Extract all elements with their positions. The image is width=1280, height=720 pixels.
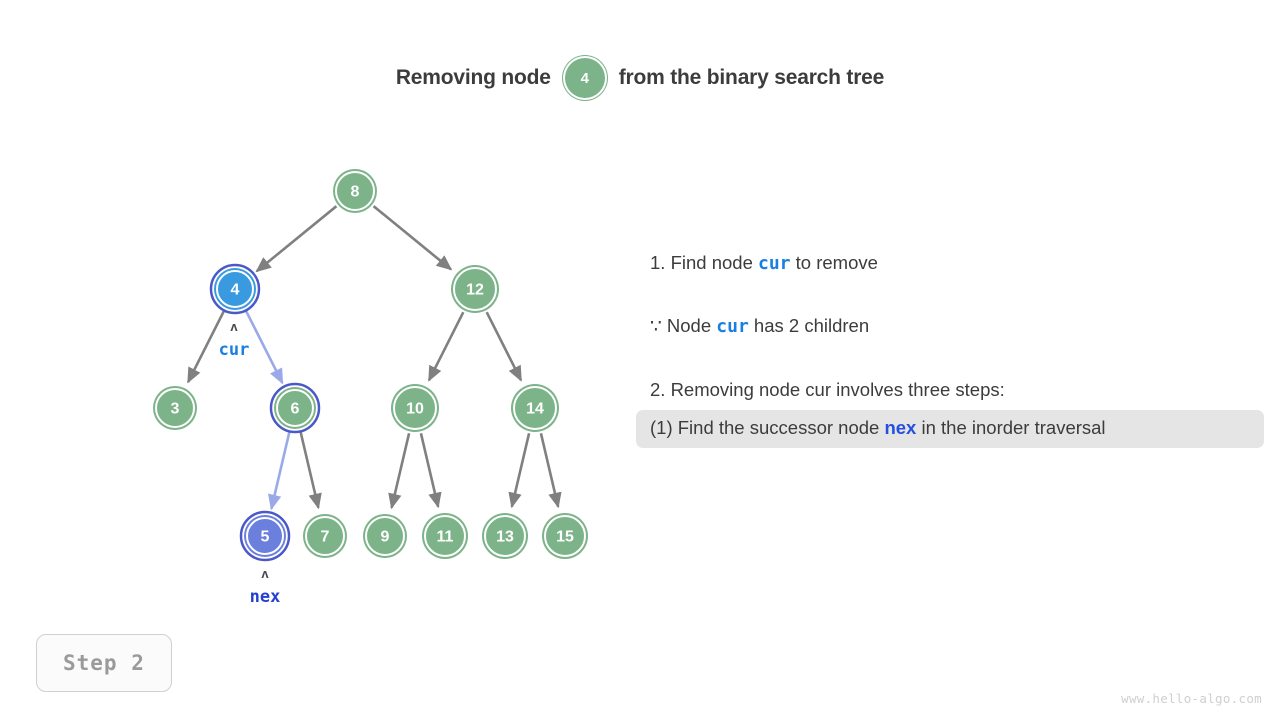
reason-keyword-cur: cur — [716, 316, 749, 338]
tree-node-14[interactable]: 14 — [511, 384, 559, 432]
node-inner-ring — [424, 515, 466, 557]
node-inner-ring — [335, 171, 375, 211]
step1-text-a: 1. Find node — [650, 252, 758, 273]
pointer-caret-icon: ʌ — [230, 319, 238, 334]
node-circle — [391, 384, 439, 432]
node-circle — [303, 514, 347, 558]
tree-edge — [186, 308, 226, 384]
tree-node-4[interactable]: 4 — [209, 263, 261, 315]
tree-pointers: ʌ cur ʌ nex — [219, 319, 281, 607]
substep1-keyword-nex: nex — [884, 416, 917, 438]
tree-edge — [539, 433, 562, 509]
node-highlight-ring — [269, 382, 321, 434]
node-highlight-ring — [239, 510, 291, 562]
substep1-text-b: in the inorder traversal — [916, 416, 1106, 438]
reason-text-b: has 2 children — [748, 315, 870, 337]
node-circle — [451, 265, 499, 313]
tree-edge — [388, 433, 411, 510]
explanation-step-1: 1. Find node cur to remove — [636, 248, 1264, 279]
node-value-label: 9 — [381, 529, 390, 546]
title-node-badge: 4 — [562, 56, 607, 100]
node-inner-ring — [453, 267, 497, 311]
pointer-caret-icon: ʌ — [261, 566, 269, 581]
tree-node-15[interactable]: 15 — [542, 513, 588, 559]
tree-edge — [485, 311, 523, 382]
node-value-label: 15 — [556, 529, 574, 546]
node-inner-ring — [544, 515, 586, 557]
tree-node-10[interactable]: 10 — [391, 384, 439, 432]
tree-node-7[interactable]: 7 — [303, 514, 347, 558]
node-value-label: 6 — [291, 401, 300, 418]
node-circle — [482, 513, 528, 559]
node-value-label: 14 — [526, 401, 544, 418]
node-circle — [422, 513, 468, 559]
explanation-panel: 1. Find node cur to remove ∵ Node cur ha… — [636, 248, 1264, 448]
tree-node-8[interactable]: 8 — [333, 169, 377, 213]
tree-node-12[interactable]: 12 — [451, 265, 499, 313]
tree-nodes: 8 4 12 3 6 10 14 5 7 9 11 13 15 — [153, 169, 588, 562]
substep1-text-a: (1) Find the successor node — [650, 416, 885, 438]
explanation-substep-1: (1) Find the successor node nex in the i… — [636, 409, 1264, 448]
node-value-label: 10 — [406, 401, 424, 418]
pointer-label-nex: nex — [250, 587, 281, 607]
page-title: Removing node 4 from the binary search t… — [0, 56, 1280, 100]
node-inner-ring — [513, 386, 557, 430]
node-value-label: 5 — [261, 529, 270, 546]
node-circle — [274, 387, 316, 429]
tree-edge — [298, 430, 322, 510]
node-value-label: 7 — [321, 529, 330, 546]
node-circle — [214, 268, 256, 310]
node-circle — [542, 513, 588, 559]
tree-edge — [508, 433, 531, 509]
reason-text-a: ∵ Node — [650, 315, 717, 337]
node-circle — [363, 514, 407, 558]
node-value-label: 11 — [437, 529, 454, 546]
tree-edge — [372, 205, 453, 271]
tree-edge — [255, 205, 338, 273]
node-inner-ring — [276, 389, 314, 427]
watermark: www.hello-algo.com — [1121, 691, 1262, 706]
node-inner-ring — [484, 515, 526, 557]
tree-node-5[interactable]: 5 — [239, 510, 291, 562]
tree-edge — [419, 433, 442, 509]
node-value-label: 4 — [231, 282, 240, 299]
node-inner-ring — [365, 516, 405, 556]
tree-node-11[interactable]: 11 — [422, 513, 468, 559]
node-circle — [244, 515, 286, 557]
pointer-label-cur: cur — [219, 340, 250, 360]
tree-edge — [244, 308, 284, 385]
node-inner-ring — [155, 388, 195, 428]
node-value-label: 8 — [351, 184, 360, 201]
node-value-label: 12 — [466, 282, 484, 299]
node-value-label: 13 — [496, 529, 514, 546]
step1-text-b: to remove — [790, 252, 878, 273]
step-badge: Step 2 — [36, 634, 172, 692]
node-circle — [153, 386, 197, 430]
node-highlight-ring — [209, 263, 261, 315]
title-prefix: Removing node — [395, 66, 551, 89]
node-inner-ring — [246, 517, 284, 555]
tree-node-6[interactable]: 6 — [269, 382, 321, 434]
node-inner-ring — [393, 386, 437, 430]
node-value-label: 3 — [171, 401, 180, 418]
node-circle — [511, 384, 559, 432]
explanation-reason: ∵ Node cur has 2 children — [636, 311, 1264, 342]
tree-edges — [186, 205, 562, 511]
tree-node-3[interactable]: 3 — [153, 386, 197, 430]
tree-node-9[interactable]: 9 — [363, 514, 407, 558]
tree-edge — [427, 311, 465, 382]
tree-edge — [268, 430, 292, 511]
title-suffix: from the binary search tree — [618, 66, 885, 89]
node-inner-ring — [216, 270, 254, 308]
node-inner-ring — [305, 516, 345, 556]
step1-keyword-cur: cur — [758, 253, 791, 274]
explanation-step-2: 2. Removing node cur involves three step… — [650, 378, 1005, 400]
tree-node-13[interactable]: 13 — [482, 513, 528, 559]
node-circle — [333, 169, 377, 213]
